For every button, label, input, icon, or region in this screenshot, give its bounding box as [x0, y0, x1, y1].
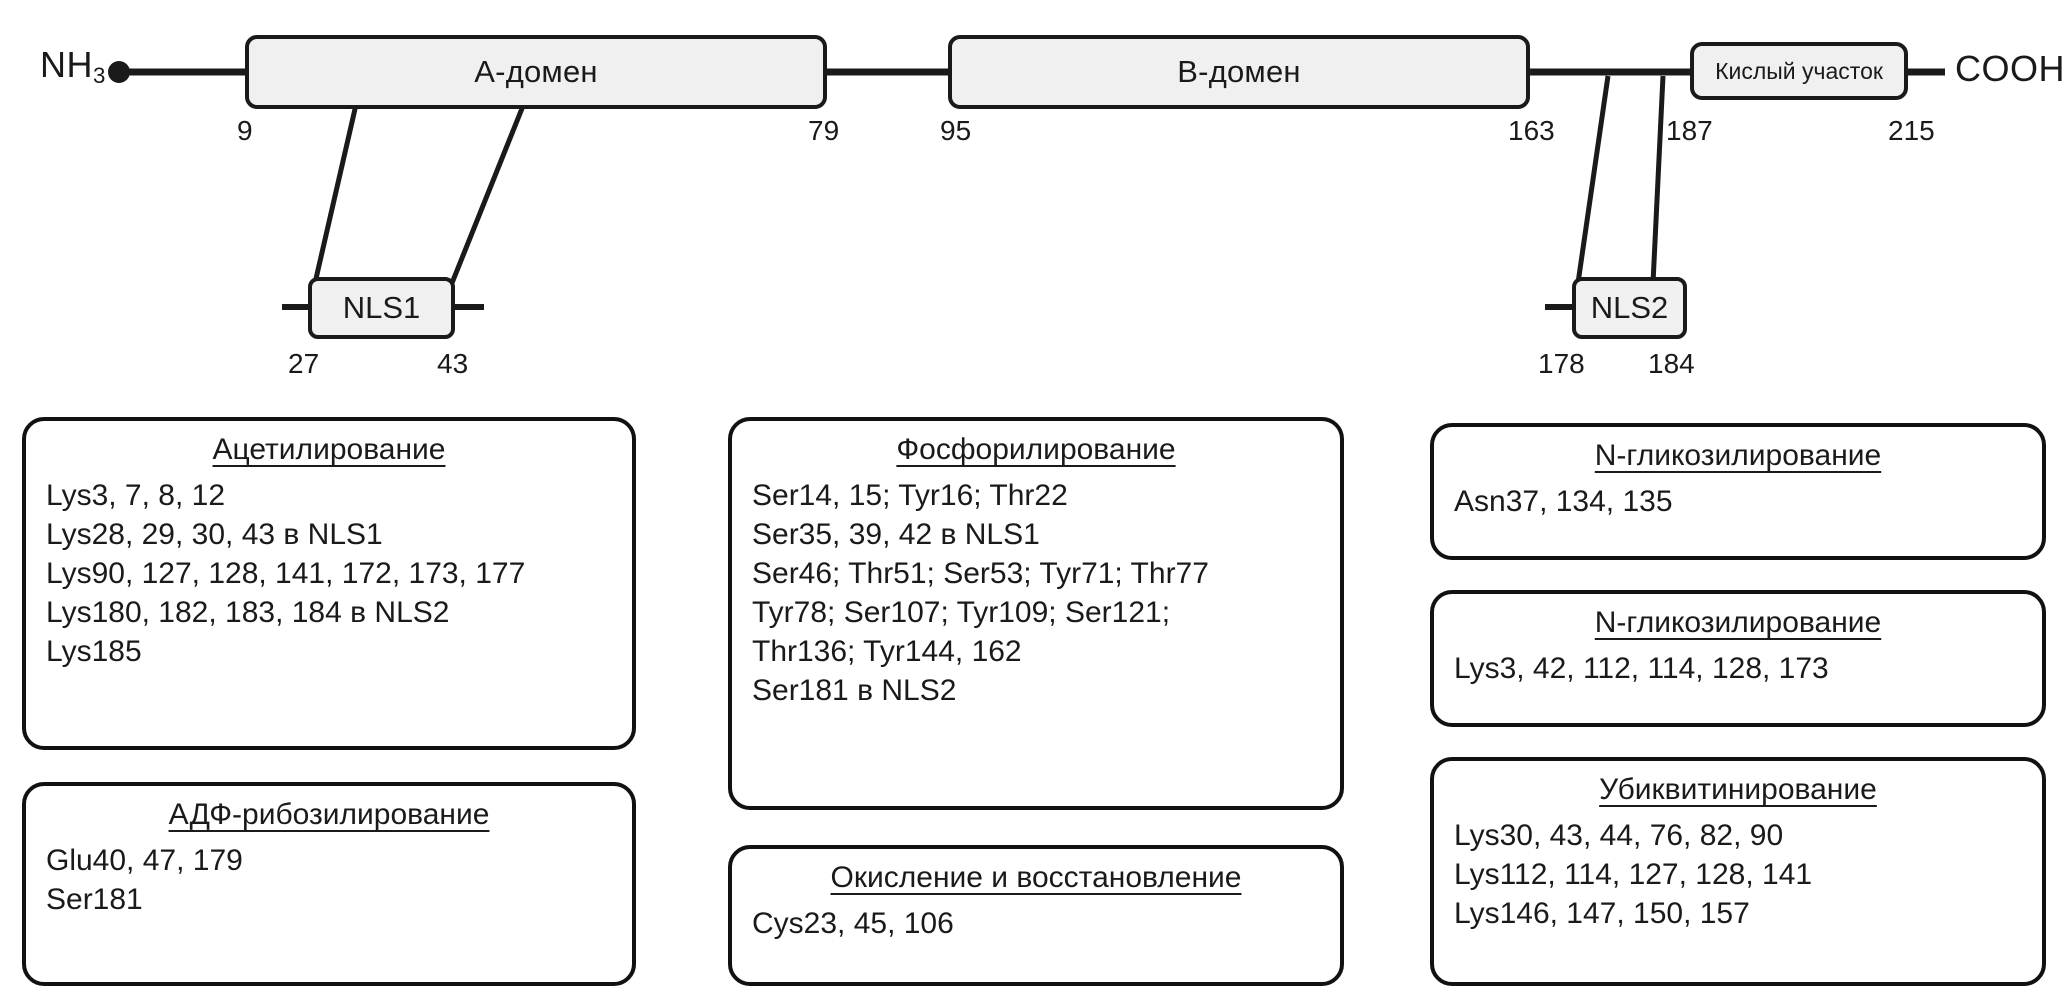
ptm-box-n-glycosylation-asn[interactable]: N-гликозилирование Asn37, 134, 135: [1430, 423, 2046, 560]
nls1-label: NLS1: [342, 290, 421, 325]
ptm-line: Lys185: [46, 635, 142, 668]
ptm-line: Tyr78; Ser107; Tyr109; Ser121;: [752, 596, 1171, 629]
ptm-line: Lys28, 29, 30, 43 в NLS1: [46, 518, 383, 551]
ptm-title: Ацетилирование: [212, 433, 446, 466]
ptm-title: Окисление и восстановление: [830, 861, 1242, 894]
acidic-region-box[interactable]: Кислый участок: [1690, 42, 1908, 100]
c-terminus-label: COOH: [1955, 48, 2065, 89]
ptm-box-acetylation[interactable]: Ацетилирование Lys3, 7, 8, 12 Lys28, 29,…: [22, 417, 636, 750]
position-number-nls1-start: 27: [288, 348, 320, 379]
ptm-title: N-гликозилирование: [1594, 606, 1882, 639]
position-number-nls1-end: 43: [437, 348, 469, 379]
ptm-title: АДФ-рибозилирование: [168, 798, 490, 831]
ptm-line: Ser181 в NLS2: [752, 674, 957, 707]
nls2-leader-left: [1575, 75, 1611, 284]
position-number-a-domain-end: 79: [808, 115, 840, 146]
ptm-line: Ser46; Thr51; Ser53; Tyr71; Thr77: [752, 557, 1209, 590]
b-domain-label: B-домен: [1177, 54, 1301, 89]
n-terminus-dot: [108, 61, 130, 83]
position-number-b-domain-start: 95: [940, 115, 972, 146]
ptm-box-phosphorylation[interactable]: Фосфорилирование Ser14, 15; Tyr16; Thr22…: [728, 417, 1344, 810]
ptm-line: Thr136; Tyr144, 162: [752, 635, 1022, 668]
ptm-line: Lys30, 43, 44, 76, 82, 90: [1454, 819, 1784, 852]
position-number-acidic-end: 215: [1888, 115, 1935, 146]
acidic-region-label: Кислый участок: [1715, 57, 1883, 84]
ptm-line: Lys3, 42, 112, 114, 128, 173: [1454, 652, 1829, 685]
ptm-box-ubiquitination[interactable]: Убиквитинирование Lys30, 43, 44, 76, 82,…: [1430, 757, 2046, 986]
position-number-nls2-end: 184: [1648, 348, 1695, 379]
ptm-title: Фосфорилирование: [896, 433, 1176, 466]
ptm-box-n-glycosylation-lys[interactable]: N-гликозилирование Lys3, 42, 112, 114, 1…: [1430, 590, 2046, 727]
ptm-line: Lys180, 182, 183, 184 в NLS2: [46, 596, 450, 629]
ptm-title: Убиквитинирование: [1599, 773, 1877, 806]
ptm-line: Lys146, 147, 150, 157: [1454, 897, 1750, 930]
ptm-box-oxidation-reduction[interactable]: Окисление и восстановление Cys23, 45, 10…: [728, 845, 1344, 986]
nls2-label: NLS2: [1590, 290, 1669, 325]
position-number-a-domain-start: 9: [237, 115, 253, 146]
position-number-b-domain-end: 163: [1508, 115, 1555, 146]
ptm-title: N-гликозилирование: [1594, 439, 1882, 472]
ptm-line: Lys90, 127, 128, 141, 172, 173, 177: [46, 557, 526, 590]
nls2-leader-right: [1650, 75, 1666, 284]
n-terminus-subscript: 3: [93, 63, 106, 89]
ptm-line: Lys3, 7, 8, 12: [46, 479, 226, 512]
position-number-nls2-start: 178: [1538, 348, 1585, 379]
ptm-line: Asn37, 134, 135: [1454, 485, 1673, 518]
nls1-leader-right: [449, 95, 530, 284]
nls1-leader-left: [312, 95, 361, 284]
ptm-line: Lys112, 114, 127, 128, 141: [1454, 858, 1813, 891]
a-domain-box[interactable]: A-домен: [245, 35, 827, 109]
b-domain-box[interactable]: B-домен: [948, 35, 1530, 109]
ptm-line: Glu40, 47, 179: [46, 844, 243, 877]
n-terminus-label: NH3: [40, 44, 106, 89]
ptm-line: Ser181: [46, 883, 143, 916]
ptm-line: Cys23, 45, 106: [752, 907, 954, 940]
a-domain-label: A-домен: [474, 54, 598, 89]
ptm-line: Ser14, 15; Tyr16; Thr22: [752, 479, 1068, 512]
position-number-acidic-start: 187: [1666, 115, 1713, 146]
ptm-line: Ser35, 39, 42 в NLS1: [752, 518, 1040, 551]
ptm-box-adp-ribosylation[interactable]: АДФ-рибозилирование Glu40, 47, 179 Ser18…: [22, 782, 636, 986]
nls2-box[interactable]: NLS2: [1572, 277, 1687, 339]
nls1-box[interactable]: NLS1: [308, 277, 455, 339]
